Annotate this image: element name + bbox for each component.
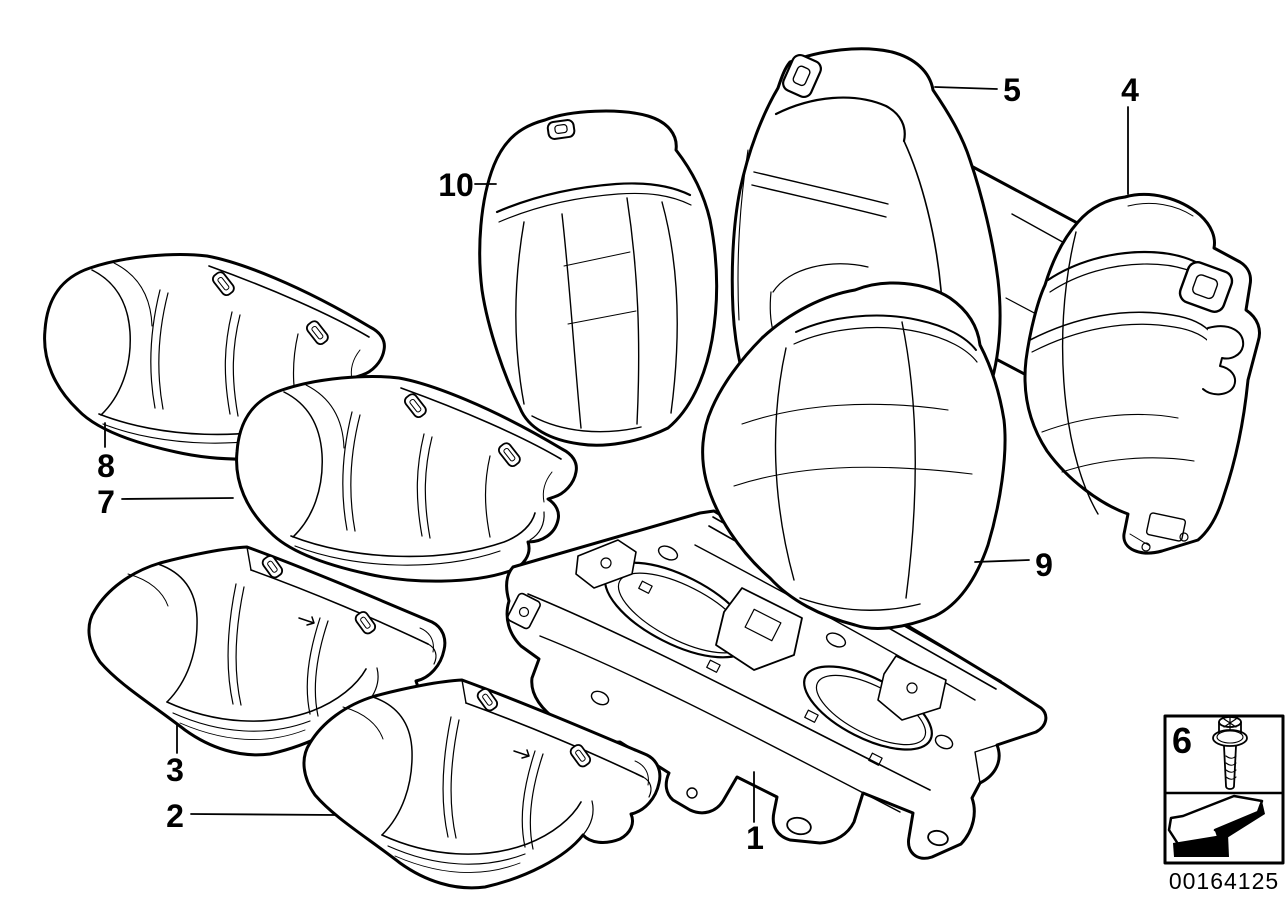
callout-6[interactable]: 6 — [1172, 720, 1192, 761]
leader-line-5 — [934, 86, 998, 90]
part-4-backrest — [1023, 193, 1261, 555]
callout-2[interactable]: 2 — [166, 798, 184, 834]
leader-lines — [104, 86, 1129, 823]
callout-8[interactable]: 8 — [97, 448, 115, 484]
callout-4[interactable]: 4 — [1121, 72, 1139, 108]
callout-1[interactable]: 1 — [746, 820, 764, 856]
part-9-backrest — [701, 281, 1007, 630]
direction-arrow-icon — [1167, 794, 1265, 857]
part-number: 00164125 — [1169, 868, 1279, 894]
part-4-hook-bracket — [1202, 325, 1245, 396]
leader-line-7 — [121, 497, 234, 500]
part-4-foot-hardware — [1129, 512, 1189, 552]
leader-line-9 — [974, 559, 1030, 563]
callout-9[interactable]: 9 — [1035, 547, 1053, 583]
part-5-latch-icon — [782, 54, 822, 98]
callout-10[interactable]: 10 — [438, 167, 474, 203]
part-4-latch-icon — [1178, 261, 1234, 313]
legend-box — [1163, 714, 1285, 865]
callout-7[interactable]: 7 — [97, 484, 115, 520]
leader-line-2 — [190, 813, 337, 816]
torx-screw-icon — [1212, 716, 1248, 790]
part-10-backrest — [478, 109, 719, 447]
callout-5[interactable]: 5 — [1003, 72, 1021, 108]
callout-3[interactable]: 3 — [166, 752, 184, 788]
part-10-latch-icon — [546, 119, 576, 140]
